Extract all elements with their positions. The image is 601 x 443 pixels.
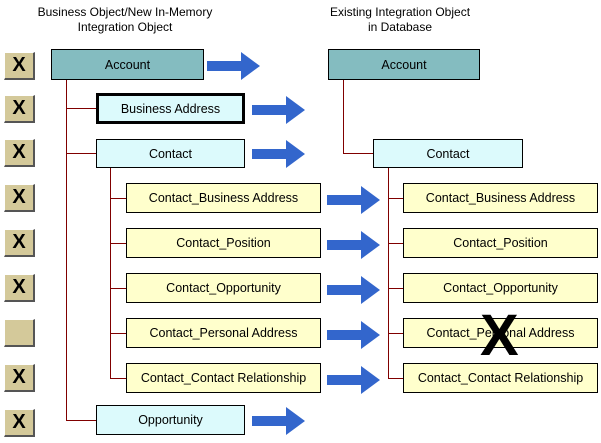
left-node-contact[interactable]: Contact	[96, 139, 245, 168]
checkbox-contact-personal-address[interactable]	[4, 319, 35, 347]
left-trunk-connector	[66, 80, 67, 420]
checkbox-contact-contact-relationship[interactable]: X	[4, 364, 35, 392]
right-node-account[interactable]: Account	[328, 49, 480, 80]
arrow-contact-contact-relationship-icon	[327, 366, 380, 394]
left-header-line-1: Business Object/New In-Memory	[37, 5, 213, 19]
right-header-line-1: Existing Integration Object	[329, 5, 471, 19]
left-branch-contact-opportunity	[110, 288, 126, 289]
left-node-business-address[interactable]: Business Address	[96, 93, 245, 124]
right-header-line-2: in Database	[367, 20, 433, 34]
arrow-contact-opportunity-icon	[327, 276, 380, 304]
left-node-contact-opportunity[interactable]: Contact_Opportunity	[126, 273, 321, 303]
left-node-opportunity[interactable]: Opportunity	[96, 405, 245, 435]
right-branch-contact	[343, 153, 374, 154]
checkbox-business-address[interactable]: X	[4, 95, 35, 123]
left-contact-trunk-connector	[110, 168, 111, 379]
checkbox-contact-business-address[interactable]: X	[4, 184, 35, 212]
left-branch-opportunity	[66, 420, 96, 421]
right-node-contact-position[interactable]: Contact_Position	[403, 228, 598, 258]
left-node-contact-personal-address[interactable]: Contact_Personal Address	[126, 318, 321, 348]
checkbox-account[interactable]: X	[4, 52, 35, 80]
checkbox-opportunity[interactable]: X	[4, 409, 35, 437]
deleted-x-marker: X	[480, 303, 519, 368]
left-branch-contact-position	[110, 243, 126, 244]
checkbox-contact-opportunity[interactable]: X	[4, 274, 35, 302]
right-node-contact-business-address[interactable]: Contact_Business Address	[403, 183, 598, 213]
right-account-trunk-connector	[343, 80, 344, 154]
arrow-contact-personal-address-icon	[327, 321, 380, 349]
left-header-line-2: Integration Object	[77, 20, 173, 34]
arrow-opportunity-icon	[252, 407, 305, 435]
left-branch-contact-contact-relationship	[110, 378, 126, 379]
right-branch-contact-business-address	[388, 198, 403, 199]
right-node-contact[interactable]: Contact	[373, 139, 523, 168]
arrow-account-icon	[207, 52, 260, 80]
left-branch-contact-personal-address	[110, 333, 126, 334]
arrow-contact-icon	[252, 140, 305, 168]
right-column-header: Existing Integration Object in Database	[300, 5, 500, 35]
left-node-contact-business-address[interactable]: Contact_Business Address	[126, 183, 321, 213]
checkbox-contact[interactable]: X	[4, 139, 35, 167]
right-branch-contact-opportunity	[388, 288, 403, 289]
right-branch-contact-position	[388, 243, 403, 244]
left-node-contact-position[interactable]: Contact_Position	[126, 228, 321, 258]
right-branch-contact-contact-relationship	[388, 378, 403, 379]
left-branch-contact	[66, 153, 96, 154]
right-node-contact-contact-relationship[interactable]: Contact_Contact Relationship	[403, 363, 598, 393]
right-node-contact-opportunity[interactable]: Contact_Opportunity	[403, 273, 598, 303]
left-node-contact-contact-relationship[interactable]: Contact_Contact Relationship	[126, 363, 321, 393]
arrow-business-address-icon	[252, 96, 305, 124]
arrow-contact-position-icon	[327, 231, 380, 259]
right-branch-contact-personal-address	[388, 333, 403, 334]
left-branch-contact-business-address	[110, 198, 126, 199]
left-node-account[interactable]: Account	[51, 49, 204, 80]
left-branch-business-address	[66, 108, 96, 109]
right-contact-trunk-connector	[388, 168, 389, 379]
checkbox-contact-position[interactable]: X	[4, 229, 35, 257]
right-node-contact-personal-address[interactable]: Contact_Personal Address	[403, 318, 598, 348]
left-column-header: Business Object/New In-Memory Integratio…	[20, 5, 230, 35]
arrow-contact-business-address-icon	[327, 186, 380, 214]
